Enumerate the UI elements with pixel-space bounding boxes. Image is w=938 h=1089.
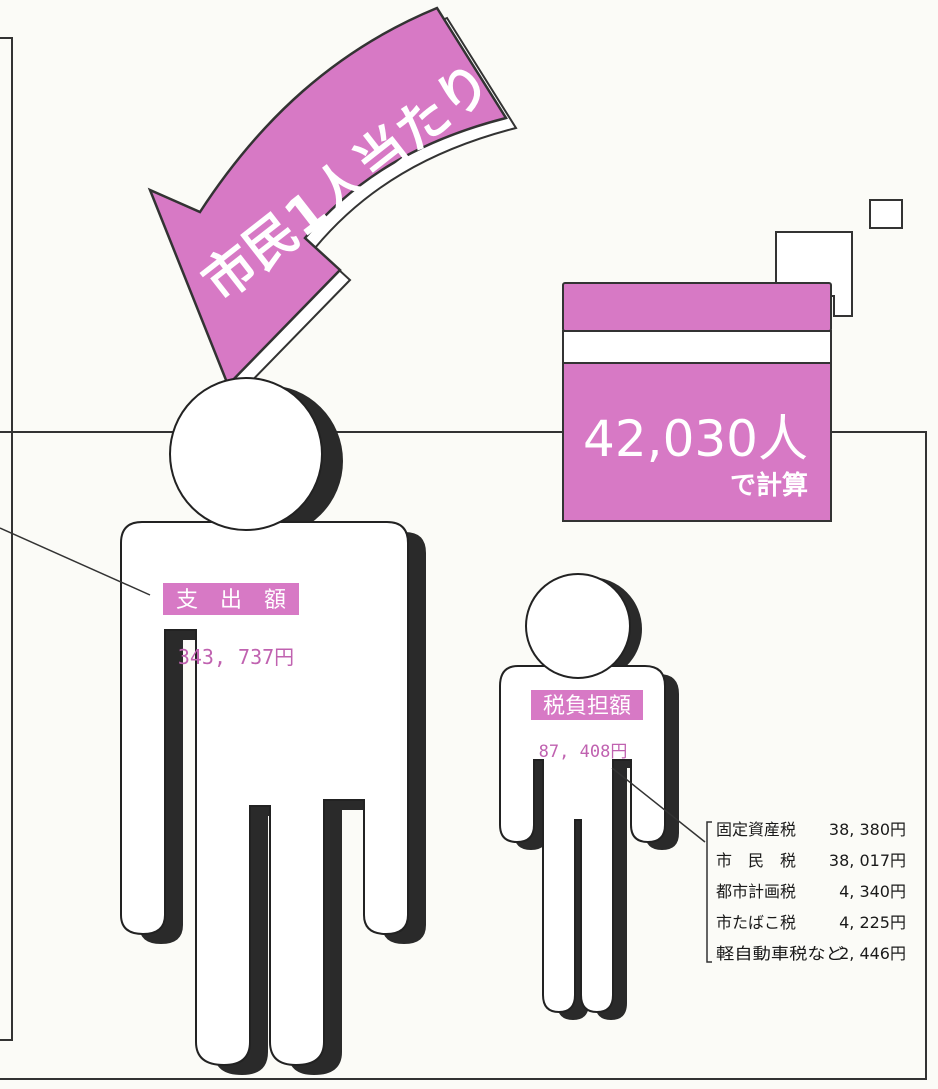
- expenditure-label-box: [163, 583, 299, 615]
- tax-item-amount: 4, 225円: [839, 913, 906, 932]
- leader-line-tax: [611, 767, 712, 963]
- tax-breakdown-list: 固定資産税 38, 380円 市 民 税 38, 017円 都市計画税 4, 3…: [716, 820, 906, 963]
- left-bracket: [0, 37, 13, 1041]
- arrow-icon: [147, 6, 518, 397]
- tax-item-amount: 4, 340円: [839, 882, 906, 901]
- person-icon: [499, 573, 679, 1020]
- tax-burden-amount: 87, 408円: [539, 742, 628, 762]
- tax-item-amount: 38, 380円: [829, 820, 906, 839]
- tax-item-name: 固定資産税: [716, 820, 796, 839]
- population-count: 42,030人: [583, 410, 808, 468]
- tax-burden-label: 税負担額: [543, 694, 631, 719]
- tax-item-amount: 38, 017円: [829, 851, 906, 870]
- tax-item-name: 市たばこ税: [716, 913, 796, 932]
- tax-item-name: 軽自動車税など: [716, 944, 844, 963]
- expenditure-label: 支 出 額: [176, 588, 286, 613]
- leader-line-left: [0, 527, 151, 596]
- expenditure-amount: 343, 737円: [178, 645, 294, 669]
- tax-item-name: 市 民 税: [716, 851, 796, 870]
- person-icon: [120, 377, 426, 1075]
- tax-burden-label-box: [531, 690, 643, 720]
- building-icon: [562, 199, 903, 522]
- population-note: で計算: [730, 470, 808, 501]
- tax-item-name: 都市計画税: [716, 882, 796, 901]
- tax-item-amount: 2, 446円: [839, 944, 906, 963]
